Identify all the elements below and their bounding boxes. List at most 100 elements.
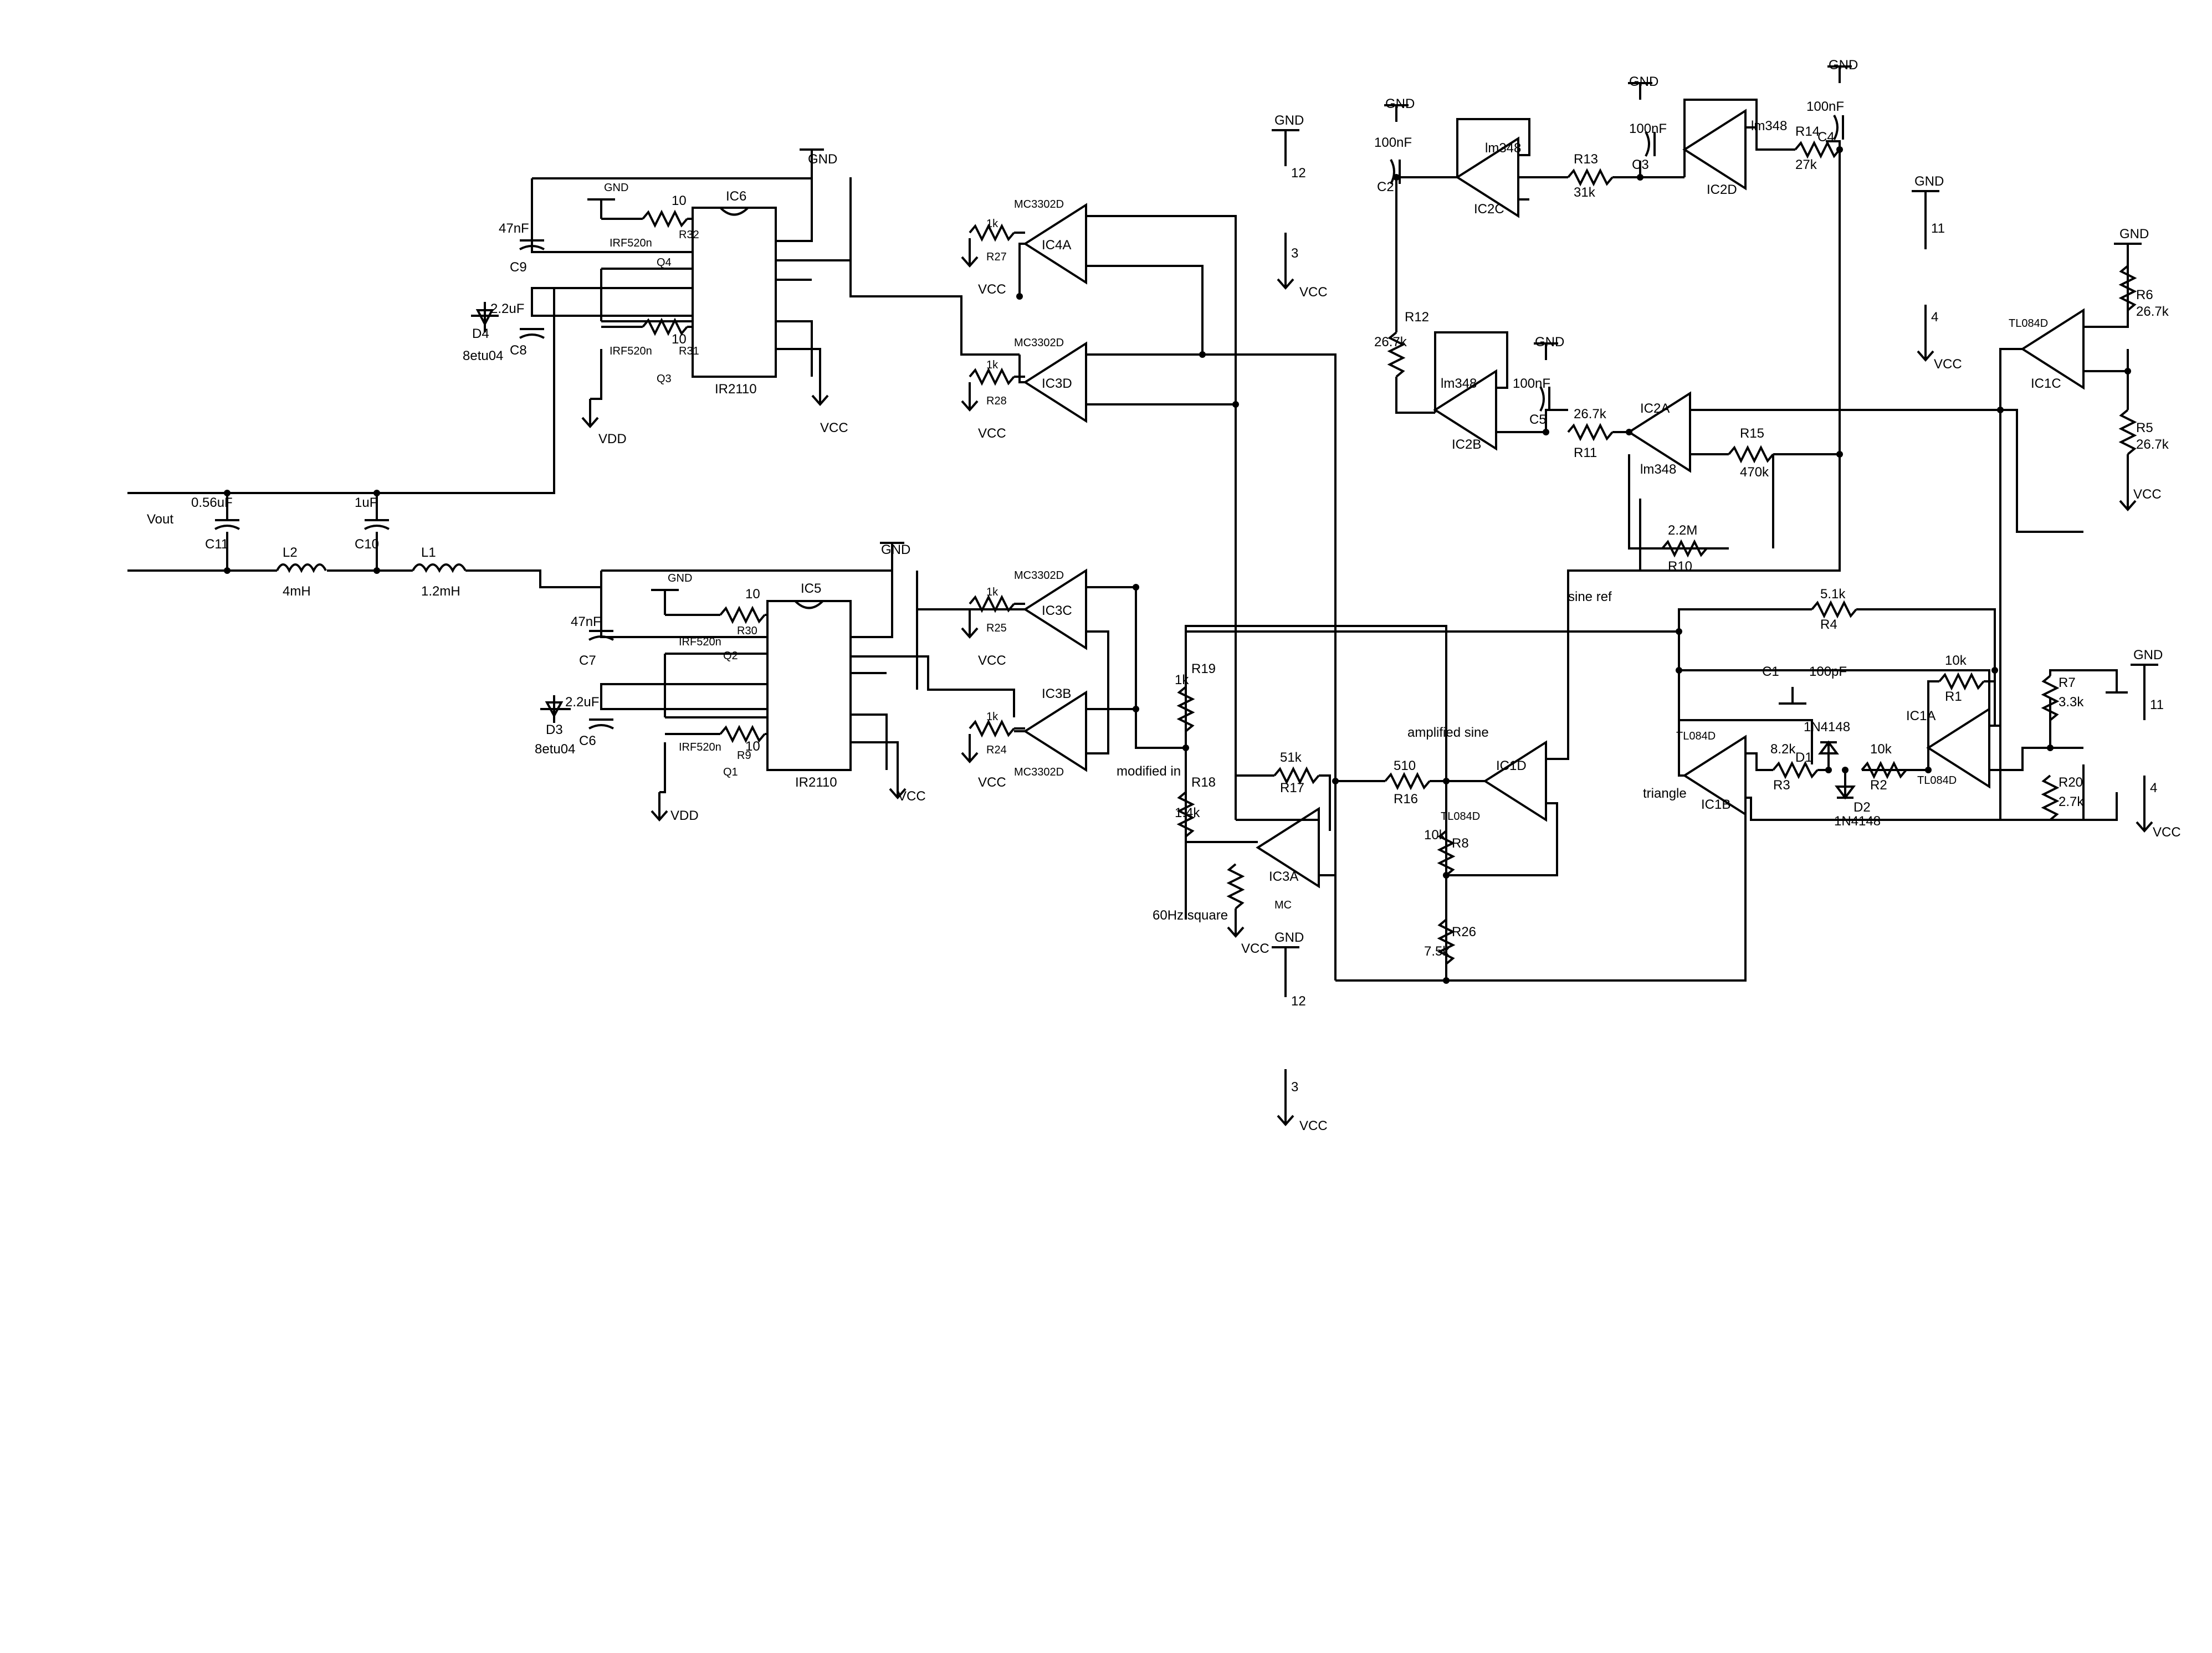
r24-value: 1k: [986, 711, 999, 723]
d2-value: 1N4148: [1834, 814, 1881, 829]
l2-label: L2: [283, 545, 298, 560]
ic1d-opamp: [1484, 741, 1547, 821]
ic3c-part: MC3302D: [1014, 569, 1064, 582]
gnd-label-ic6: GND: [808, 152, 837, 167]
c9-label: C9: [510, 260, 527, 275]
r32-label: R32: [679, 229, 699, 241]
ir2110-top-label: IR2110: [715, 382, 757, 397]
r18-value: 1.4k: [1175, 805, 1200, 820]
gate-driver-top: IC6 IR2110 GND VCC VDD 10 10 R32 R31 IRF…: [127, 148, 1020, 494]
pin12-bottom-label: 12: [1291, 994, 1306, 1009]
pin11-bottom-label: 11: [2150, 697, 2164, 712]
square-60hz-label: 60Hz square: [1153, 908, 1228, 923]
vcc-label-r24: VCC: [978, 775, 1006, 790]
r32-value: 10: [672, 193, 687, 208]
vcc-label-pin4-top: VCC: [1934, 357, 1962, 372]
r17-value: 51k: [1280, 750, 1302, 765]
vcc-arrow-ic6: [811, 376, 829, 405]
ic6-body: [692, 207, 777, 378]
ic2a-part: lm348: [1640, 462, 1676, 477]
c11-capacitor: [214, 519, 240, 530]
vcc-arrow-pin3-top: [1277, 259, 1294, 289]
gnd-label-pin11-bottom: GND: [2133, 648, 2163, 663]
d1-label: D1: [1795, 750, 1812, 765]
r5-label: R5: [2136, 420, 2153, 435]
r3-value: 8.2k: [1770, 742, 1796, 757]
r28-value: 1k: [986, 359, 999, 371]
r32-resistor: [642, 211, 688, 227]
l1-inductor: [412, 563, 467, 573]
pin12-top-label: 12: [1291, 166, 1306, 181]
r20-label: R20: [2059, 775, 2083, 790]
gnd-label-c3: GND: [1629, 74, 1658, 89]
r1-resistor: [1938, 674, 1985, 689]
r12-label: R12: [1405, 310, 1429, 325]
gnd-label-c5: GND: [1535, 335, 1564, 350]
c3-label: C3: [1632, 157, 1649, 172]
ic3b-label: IC3B: [1042, 686, 1071, 701]
gnd-label-pin12-bottom: GND: [1274, 930, 1304, 945]
pin3-top-label: 3: [1291, 246, 1298, 261]
c2-value: 100nF: [1374, 135, 1412, 150]
ic2b-label: IC2B: [1452, 437, 1481, 452]
r7-label: R7: [2059, 675, 2076, 690]
ic3d-label: IC3D: [1042, 376, 1072, 391]
output-filter: Vout 0.56uF C11 1uF C10 L2 4mH L1 1.2mH: [127, 490, 601, 599]
vcc-arrow-r25: [961, 608, 979, 638]
pin4-top-label: 4: [1931, 310, 1938, 325]
q1-label: Q1: [723, 766, 738, 778]
r26-label: R26: [1452, 925, 1476, 940]
d4-label: D4: [472, 326, 489, 341]
ic1d-label: IC1D: [1496, 758, 1527, 773]
r19-value: 1k: [1175, 673, 1189, 687]
vcc-label-ic6: VCC: [820, 420, 848, 435]
r31-label: R31: [679, 345, 699, 357]
r9-value: 10: [745, 739, 760, 754]
vcc-arrow-pin4-bottom: [2136, 802, 2153, 832]
r7-value: 3.3k: [2059, 695, 2084, 710]
r13-resistor: [1567, 170, 1614, 185]
l2-inductor: [276, 563, 327, 573]
r24-resistor: [969, 721, 1015, 736]
gate-driver-bottom: IC5 IR2110 GND VCC VDD 10 10 R30 R9 IRF5…: [535, 542, 1015, 823]
vdd-arrow-top: [581, 398, 599, 428]
r14-label: R14: [1795, 124, 1820, 139]
r30-label: R30: [737, 625, 757, 637]
l2-value: 4mH: [283, 584, 311, 599]
c11-value: 0.56uF: [191, 495, 233, 510]
r4-value: 5.1k: [1820, 587, 1846, 602]
pin3-bottom-label: 3: [1291, 1080, 1298, 1095]
r19-label: R19: [1191, 661, 1216, 676]
ic2b-part: lm348: [1441, 376, 1477, 391]
vcc-arrow-r24: [961, 733, 979, 763]
c5-label: C5: [1529, 412, 1547, 427]
r15-label: R15: [1740, 426, 1764, 441]
ic3a-part: MC: [1274, 899, 1292, 911]
vdd-arrow-bottom: [651, 791, 668, 821]
vcc-label-r25: VCC: [978, 653, 1006, 668]
vcc-arrow-pin4-top: [1917, 331, 1934, 361]
c3-value: 100nF: [1629, 121, 1667, 136]
c9-value: 47nF: [499, 221, 529, 236]
vcc-label-pin3-top: VCC: [1299, 285, 1328, 300]
r4-resistor: [1811, 602, 1857, 617]
l1-value: 1.2mH: [421, 584, 460, 599]
amplified-sine-label: amplified sine: [1407, 725, 1489, 740]
gnd-label-c4: GND: [1829, 58, 1858, 73]
c1-label: C1: [1762, 664, 1779, 679]
q3-label: Q3: [657, 373, 672, 385]
r16-value: 510: [1394, 758, 1416, 773]
vcc-arrow-pin3-bottom: [1277, 1096, 1294, 1126]
d3-label: D3: [546, 722, 563, 737]
vcc-label-r28: VCC: [978, 426, 1006, 441]
r17-label: R17: [1280, 781, 1304, 795]
gnd-label-q2: GND: [668, 572, 692, 584]
r25-value: 1k: [986, 586, 999, 598]
modified-sine-stage: IC3A MC R19 1k R18 1.4k 51k R17 modified…: [1117, 626, 1337, 980]
vcc-label-pin4-bottom: VCC: [2153, 825, 2181, 840]
ic2d-part: lm348: [1751, 119, 1787, 134]
r14-value: 27k: [1795, 157, 1817, 172]
r16-label: R16: [1394, 792, 1418, 807]
c6-capacitor: [588, 718, 615, 730]
